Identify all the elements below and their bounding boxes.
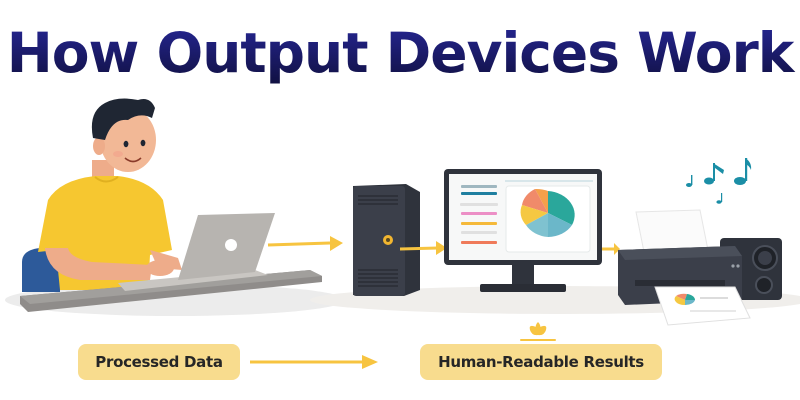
page-title: How Output Devices Work <box>0 18 800 88</box>
music-notes-icon <box>686 158 752 204</box>
heart-ribbon-icon <box>520 322 556 341</box>
laptop-logo <box>225 239 237 251</box>
printed-page <box>654 286 751 326</box>
arrow-monitor-to-printer <box>602 243 620 255</box>
arrow-tower-to-monitor <box>399 241 447 255</box>
arrow-laptop-to-tower <box>267 236 343 251</box>
cpu-tower <box>353 184 420 296</box>
monitor <box>444 169 602 292</box>
hair <box>91 98 155 140</box>
pie-chart <box>520 188 575 237</box>
processed-data-label: Processed Data <box>78 344 240 380</box>
human-readable-results-label: Human-Readable Results <box>420 344 662 380</box>
arrow-processed-to-results <box>250 355 378 369</box>
person-with-laptop <box>20 98 322 312</box>
laptop-base <box>118 270 268 291</box>
printer-and-speaker <box>618 158 782 326</box>
